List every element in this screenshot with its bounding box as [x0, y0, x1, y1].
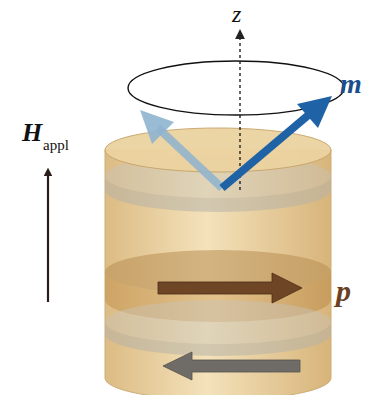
field-subscript: appl — [43, 138, 69, 153]
polarizer-arrow — [158, 273, 302, 303]
z-axis — [239, 34, 240, 190]
magnetization-label: m — [340, 70, 362, 98]
field-label: H — [22, 120, 42, 146]
magnetization-arrow — [222, 96, 332, 188]
axis-label: z — [232, 2, 241, 26]
applied-field-arrow — [47, 172, 49, 302]
reference-arrow — [163, 352, 300, 380]
polarizer-label: p — [336, 276, 351, 306]
cylinder-top — [105, 128, 331, 172]
spacer-top — [105, 300, 331, 344]
magnetization-ghost — [140, 110, 222, 188]
